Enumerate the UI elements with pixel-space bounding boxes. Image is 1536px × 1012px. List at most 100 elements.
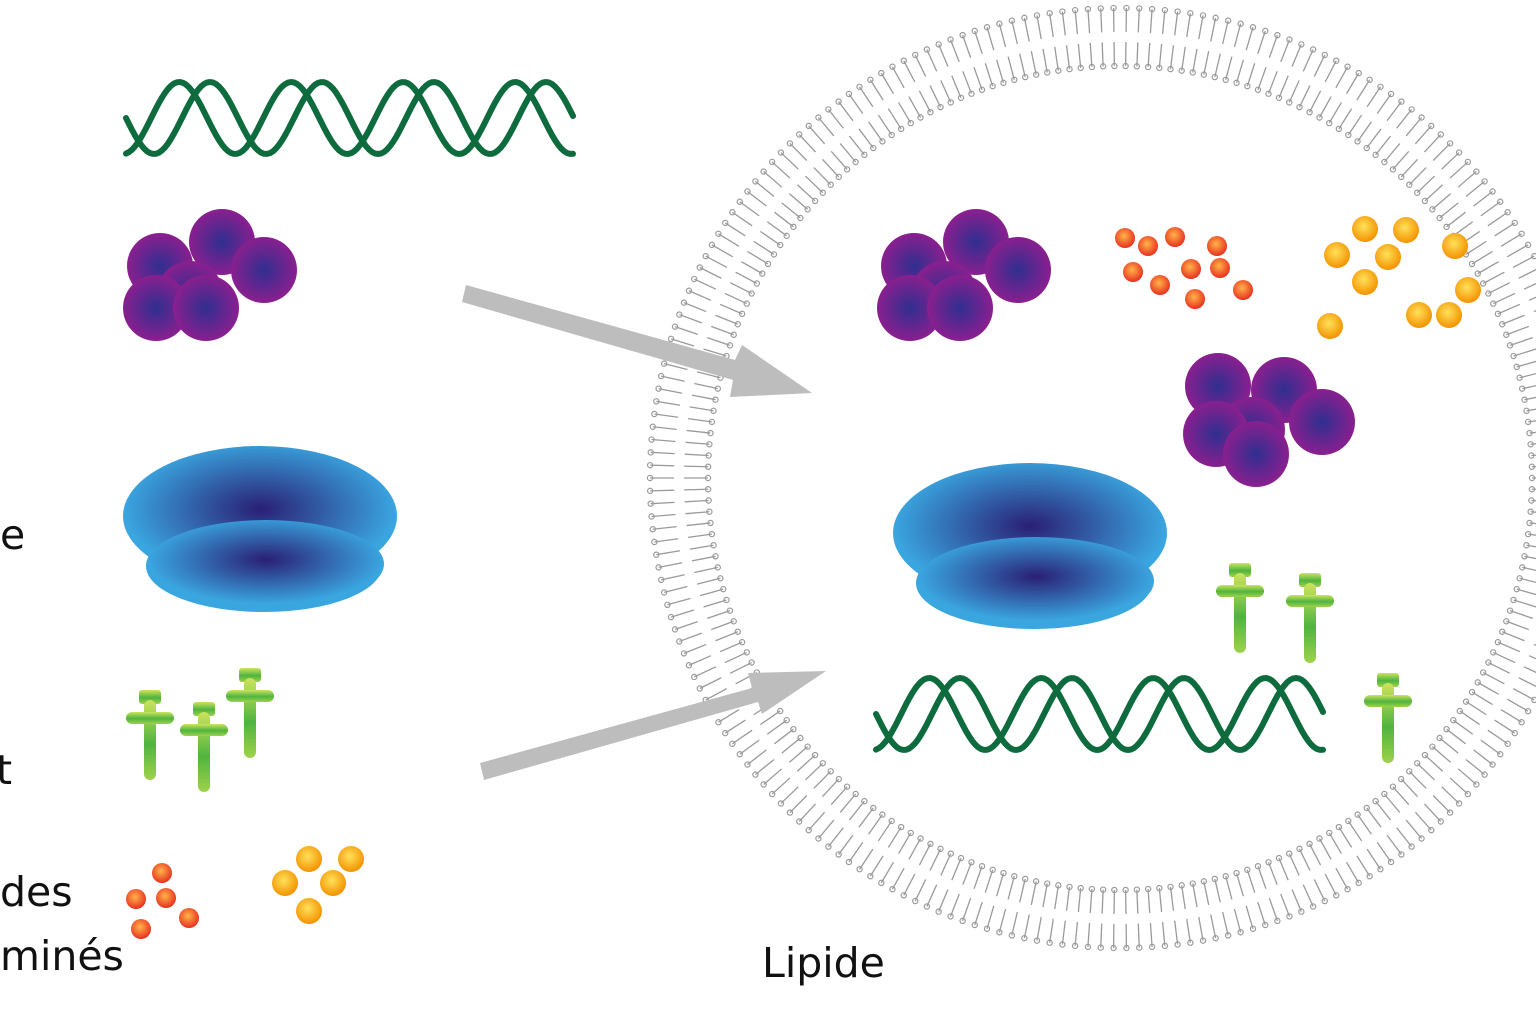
lipid-molecule (1254, 863, 1281, 925)
lipid-molecule (1122, 4, 1130, 70)
lipid-molecule (1178, 882, 1194, 946)
amino-acids-label-line1: des (0, 868, 73, 916)
lipid-molecule (1474, 241, 1532, 277)
lipid-molecule (1122, 886, 1130, 952)
lipid-molecule (1326, 69, 1362, 127)
lipid-molecule (1389, 783, 1435, 834)
lipid-molecule (1335, 823, 1373, 880)
lipid-molecule (647, 497, 712, 507)
lipid-molecule (729, 209, 784, 249)
trna-icon (126, 690, 174, 780)
lipid-molecule (660, 360, 724, 381)
lipid-molecule (923, 850, 954, 910)
lipid-molecule (805, 122, 851, 173)
trna-icon (180, 702, 228, 792)
lipid-molecule (1286, 850, 1317, 910)
lipid-molecule (1462, 219, 1518, 258)
lipid-molecule (1528, 474, 1536, 482)
lipid-molecule (646, 474, 712, 482)
lipid-molecule (1275, 854, 1305, 915)
lipid-molecule (1354, 811, 1395, 866)
amino-acid-icon (1181, 259, 1201, 279)
lipid-molecule (1523, 542, 1536, 549)
lipid-molecule (1479, 252, 1536, 287)
lipid-molecule (900, 840, 934, 899)
lipid-molecule (777, 760, 826, 807)
protein-subunit (231, 237, 297, 303)
lipid-molecule (1265, 859, 1293, 920)
lipid-molecule (1462, 698, 1518, 737)
lipid-molecule (690, 649, 750, 681)
lipid-molecule (1021, 14, 1040, 78)
lipid-molecule (1306, 840, 1340, 899)
lipid-molecule (1474, 679, 1532, 715)
protein-subunit (985, 237, 1051, 303)
amino-acid-icon (1436, 302, 1462, 328)
lipid-molecule (1506, 607, 1533, 619)
lipid-molecule (1521, 553, 1536, 560)
lipid-molecule (1033, 12, 1051, 76)
lipid-molecule (1133, 886, 1143, 951)
lipid-molecule (1286, 46, 1317, 106)
lipid-molecule (1429, 743, 1480, 788)
lipid-molecule (971, 27, 996, 90)
amino-acid-icon (1123, 262, 1143, 282)
lipid-molecule (1519, 564, 1536, 572)
lipid-molecule (845, 811, 886, 866)
lipid-molecule (1499, 628, 1536, 647)
lipid-molecule (1211, 875, 1232, 939)
lipid-molecule (1414, 760, 1463, 807)
lipid-molecule (825, 106, 868, 159)
lipid-molecule (1021, 878, 1040, 942)
lipid-molecule (1494, 638, 1536, 660)
protein-subunit (123, 275, 189, 341)
lipid-molecule (889, 835, 924, 893)
amino-acid-group (126, 216, 1481, 939)
lipid-molecule (889, 63, 924, 121)
lipid-molecule (1097, 886, 1107, 951)
lipid-molecule (983, 869, 1007, 932)
lipid-molecule (680, 628, 741, 657)
lipid-molecule (1345, 817, 1384, 873)
lipid-molecule (1450, 716, 1504, 758)
lipid-molecule (815, 790, 859, 842)
lipid-molecule (1429, 168, 1480, 213)
lipid-molecule (1189, 12, 1207, 76)
lipid-molecule (651, 410, 716, 426)
lipid-molecule (1479, 669, 1536, 704)
lipid-molecule (1354, 90, 1395, 145)
lipid-molecule (1436, 178, 1488, 222)
lipid-molecule (1233, 869, 1257, 932)
lipid-molecule (1296, 845, 1328, 905)
lipid-molecule (1167, 8, 1181, 73)
lipid-molecule (912, 51, 944, 111)
lipid-molecule (1167, 883, 1181, 948)
lipid-molecule (1398, 131, 1444, 181)
lipid-molecule (1421, 751, 1472, 798)
lipid-molecule (671, 607, 734, 633)
amino-acid-icon (1455, 277, 1481, 303)
lipid-molecule (1097, 5, 1107, 70)
lipid-molecule (1335, 76, 1373, 133)
protein-subunit (1223, 421, 1289, 487)
lipid-molecule (736, 716, 790, 758)
lipid-molecule (1516, 575, 1536, 584)
lipid-molecule (935, 41, 965, 102)
lipid-molecule (835, 98, 877, 152)
lipid-molecule (1523, 407, 1536, 414)
lipid-molecule (1406, 140, 1454, 188)
lipid-molecule (1436, 734, 1488, 778)
lipid-molecule (947, 859, 975, 920)
lipid-molecule (676, 311, 737, 338)
amino-acid-icon (1210, 258, 1230, 278)
ribosome-label: e (0, 511, 26, 559)
lipid-molecule (1513, 585, 1536, 596)
lipid-molecule (1524, 418, 1536, 426)
lipid-molecule (856, 83, 895, 139)
lipid-molecule (655, 385, 719, 403)
lipid-molecule (1524, 530, 1536, 538)
lipid-molecule (1156, 884, 1169, 950)
lipid-molecule (777, 149, 826, 196)
amino-acid-icon (338, 846, 364, 872)
